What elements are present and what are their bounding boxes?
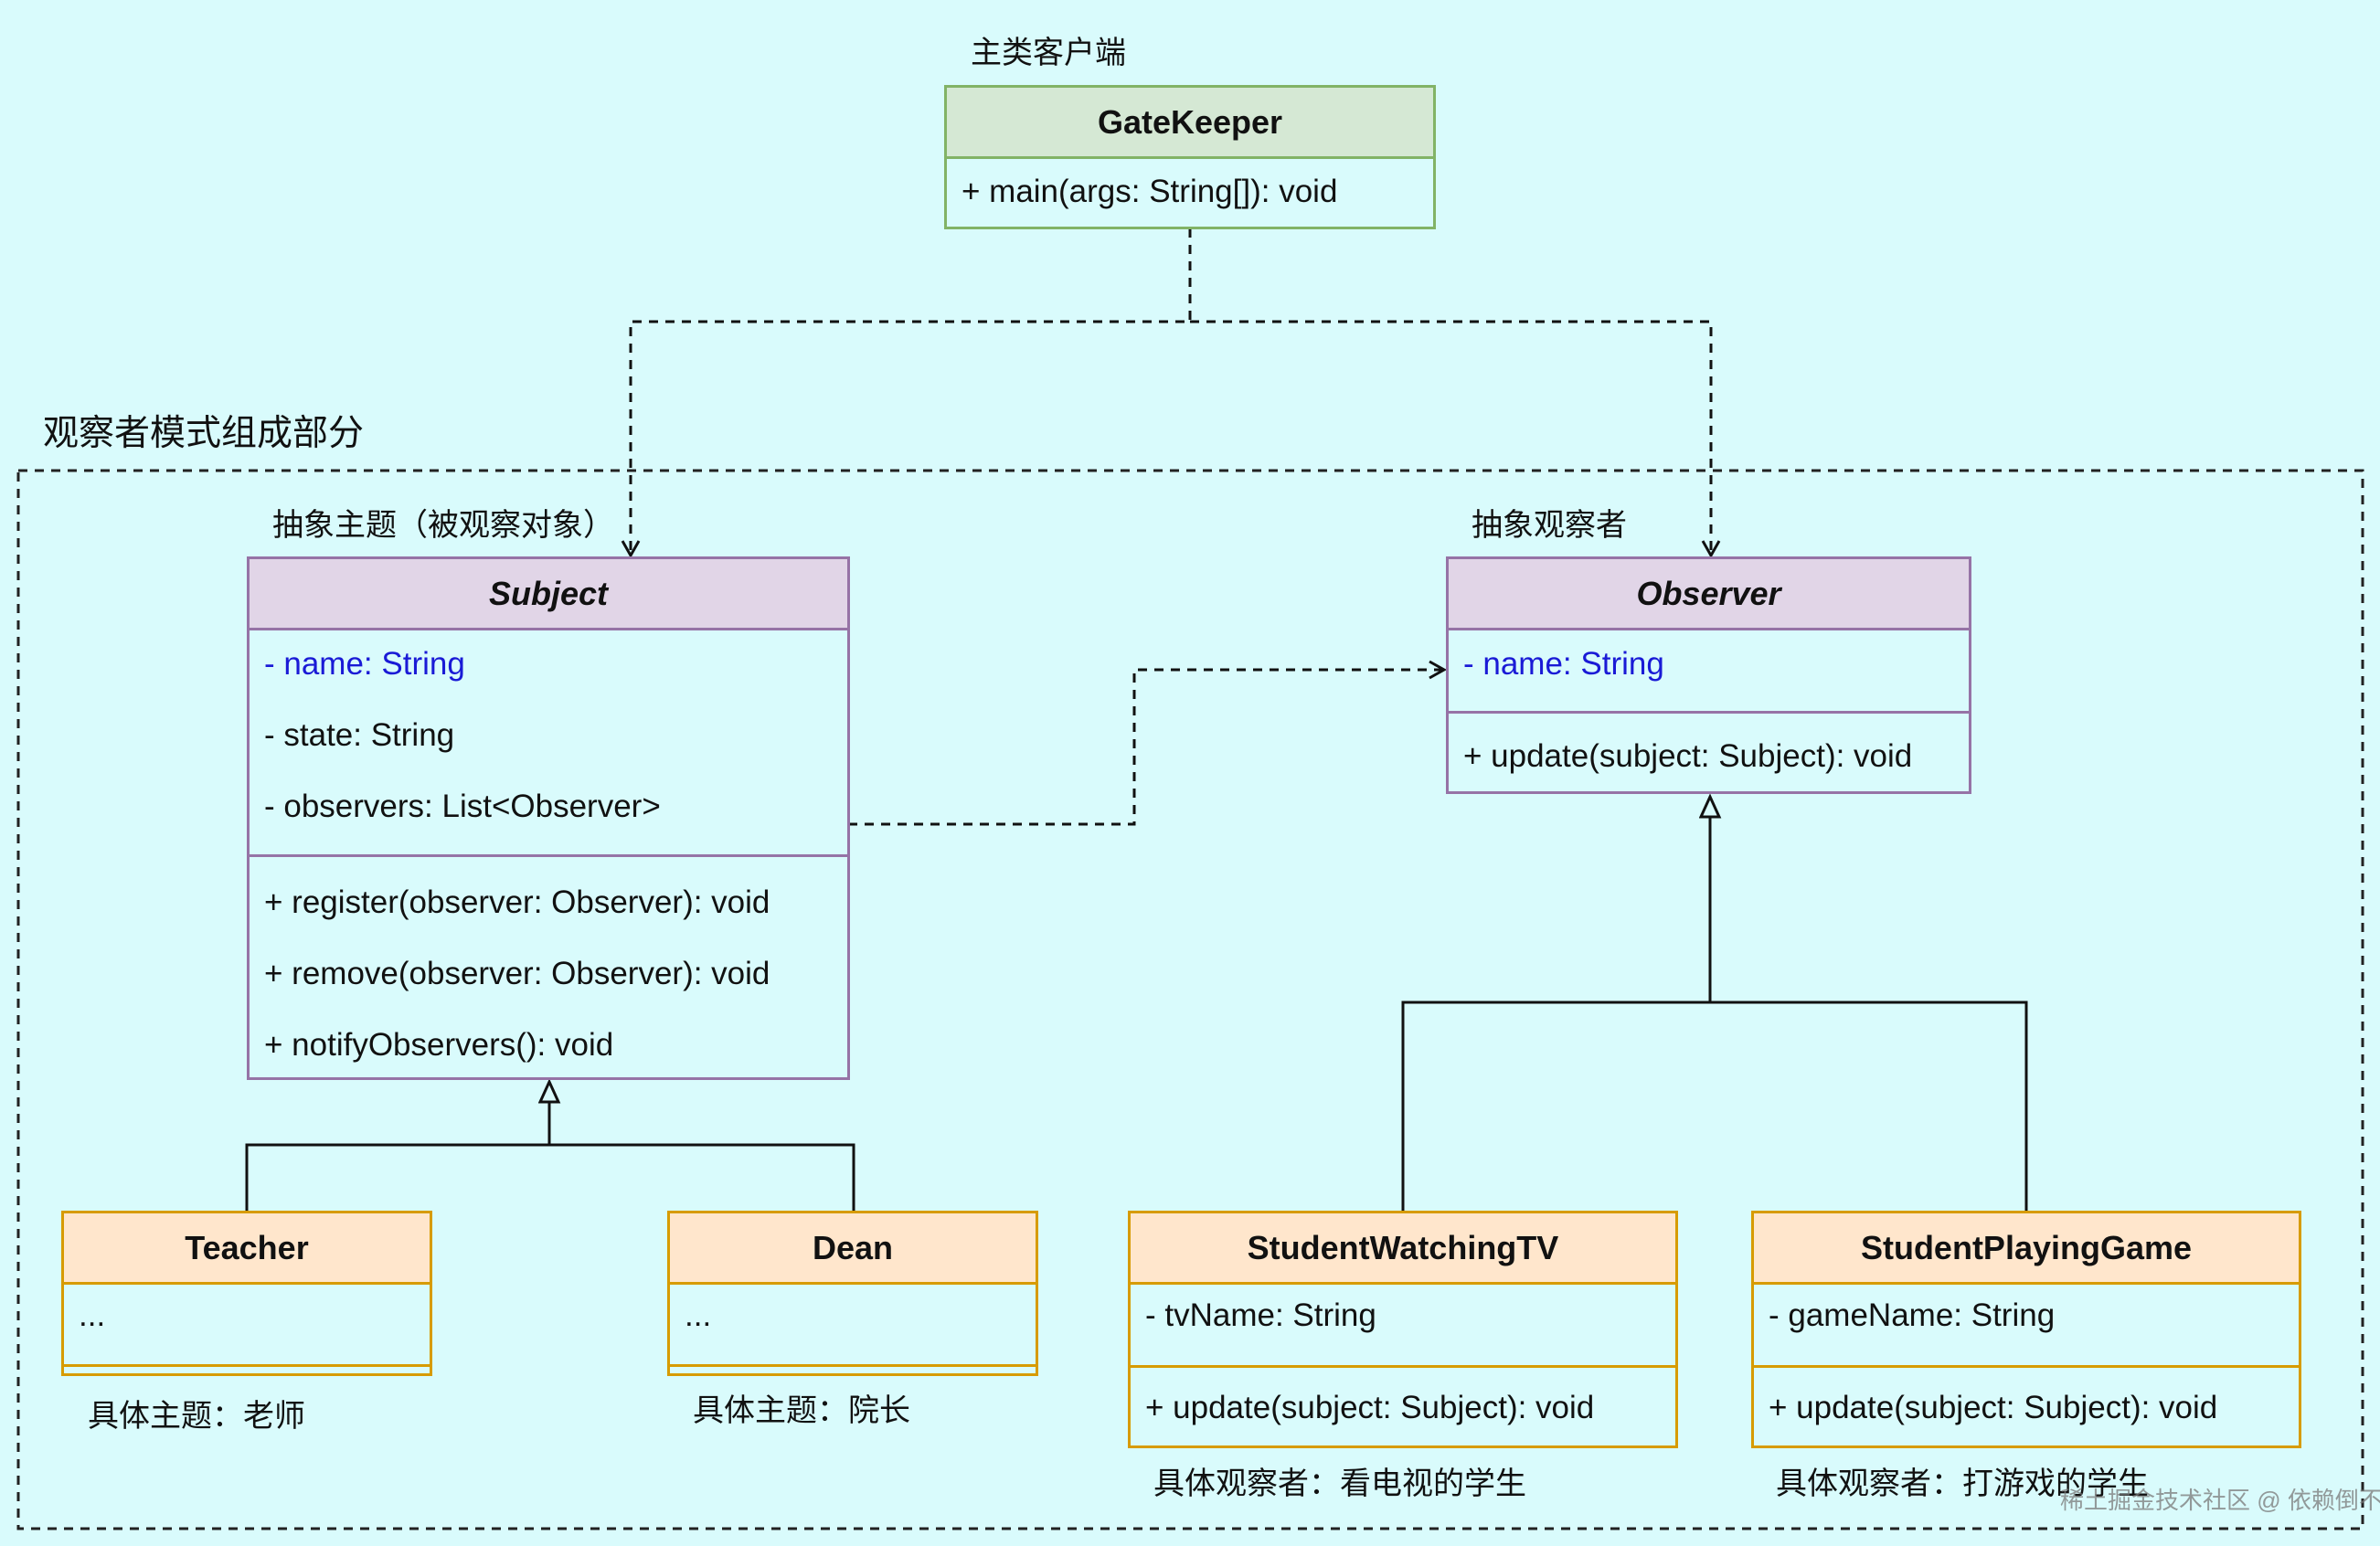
pattern-group-boundary [16, 469, 2364, 1530]
dean-class[interactable]: Dean ... [667, 1211, 1038, 1376]
student-watching-tv-class-name: StudentWatchingTV [1131, 1213, 1675, 1285]
subject-attribute-observers: - observers: List<Observer> [264, 789, 661, 824]
teacher-caption: 具体主题：老师 [88, 1399, 305, 1434]
dean-separator [670, 1364, 1036, 1367]
client-caption: 主类客户端 [971, 36, 1126, 70]
student-watching-tv-attribute: - tvName: String [1145, 1297, 1376, 1333]
observer-separator [1449, 711, 1969, 714]
subject-attribute-name: - name: String [264, 646, 465, 682]
dependency-gatekeeper-to-subject [621, 228, 1192, 559]
subject-attribute-state: - state: String [264, 717, 455, 753]
student-game-caption: 具体观察者：打游戏的学生 [1776, 1467, 2149, 1501]
subject-method-register: + register(observer: Observer): void [264, 884, 770, 920]
observer-caption: 抽象观察者 [1472, 508, 1627, 543]
observer-class-name: Observer [1449, 559, 1969, 630]
student-watching-tv-class[interactable]: StudentWatchingTV - tvName: String + upd… [1128, 1211, 1678, 1448]
observer-method-update: + update(subject: Subject): void [1463, 738, 1913, 774]
watermark: 稀土掘金技术社区 @ 依赖倒不置 [2060, 1487, 2380, 1514]
gatekeeper-class[interactable]: GateKeeper + main(args: String[]): void [944, 85, 1436, 229]
dean-attribute: ... [685, 1297, 712, 1333]
teacher-class-name: Teacher [64, 1213, 430, 1285]
student-playing-game-method: + update(subject: Subject): void [1769, 1390, 2218, 1425]
observer-class[interactable]: Observer - name: String + update(subject… [1446, 556, 1971, 794]
student-watching-tv-method: + update(subject: Subject): void [1145, 1390, 1595, 1425]
dean-caption: 具体主题：院长 [693, 1393, 910, 1428]
student-tv-caption: 具体观察者：看电视的学生 [1153, 1467, 1526, 1501]
gatekeeper-method: + main(args: String[]): void [962, 174, 1338, 209]
subject-class[interactable]: Subject - name: String - state: String -… [247, 556, 850, 1080]
student-playing-game-class[interactable]: StudentPlayingGame - gameName: String + … [1751, 1211, 2301, 1448]
inheritance-students-to-observer [1401, 797, 2028, 1211]
student-playing-game-attribute: - gameName: String [1769, 1297, 2056, 1333]
subject-method-notify: + notifyObservers(): void [264, 1027, 614, 1063]
teacher-class[interactable]: Teacher ... [61, 1211, 432, 1376]
subject-class-name: Subject [250, 559, 847, 630]
teacher-attribute: ... [79, 1297, 106, 1333]
dependency-subject-to-observer [848, 660, 1448, 826]
subject-method-remove: + remove(observer: Observer): void [264, 956, 770, 991]
student-playing-game-separator [1754, 1365, 2299, 1368]
inheritance-teacher-dean-to-subject [245, 1082, 855, 1211]
gatekeeper-class-name: GateKeeper [947, 88, 1433, 159]
teacher-separator [64, 1364, 430, 1367]
dependency-gatekeeper-to-observer [1190, 320, 1721, 559]
student-watching-tv-separator [1131, 1365, 1675, 1368]
group-title: 观察者模式组成部分 [43, 414, 365, 453]
observer-attribute-name: - name: String [1463, 646, 1664, 682]
dean-class-name: Dean [670, 1213, 1036, 1285]
subject-caption: 抽象主题（被观察对象） [272, 508, 614, 543]
student-playing-game-class-name: StudentPlayingGame [1754, 1213, 2299, 1285]
subject-separator [250, 854, 847, 857]
